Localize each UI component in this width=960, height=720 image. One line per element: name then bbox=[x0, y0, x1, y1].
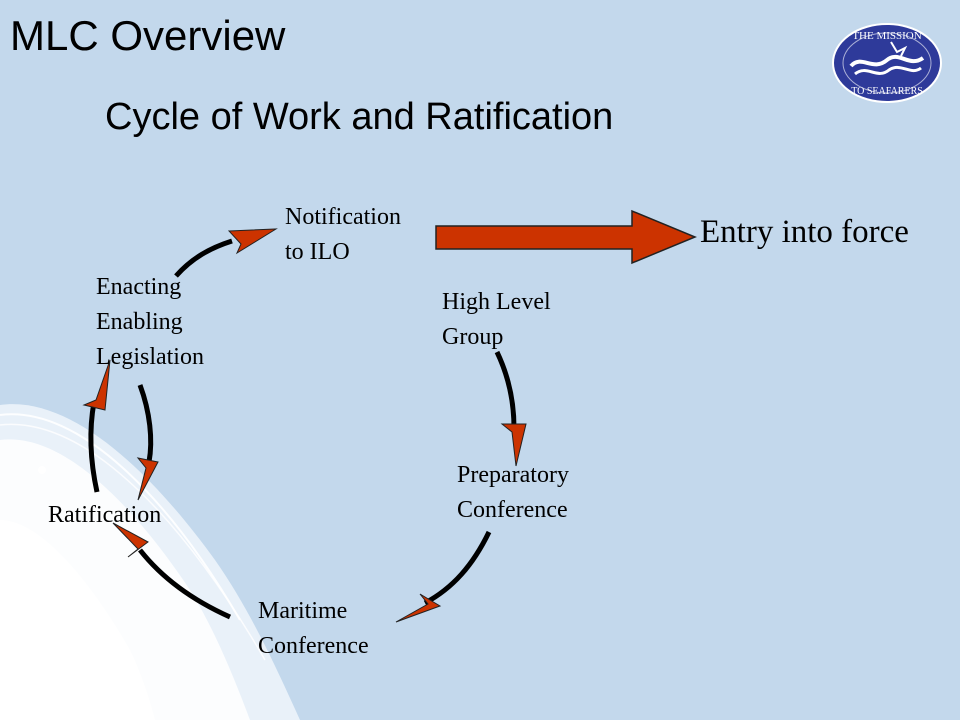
arrow-head-maritime bbox=[395, 593, 442, 623]
arrow-head-preparatory bbox=[500, 423, 527, 467]
node-maritime-conference: Maritime Conference bbox=[258, 598, 369, 659]
arrow-head-notification bbox=[227, 228, 278, 255]
arrow-ratification-to-enacting bbox=[88, 401, 100, 493]
slide-subtitle: Cycle of Work and Ratification bbox=[105, 96, 614, 138]
node-ratification: Ratification bbox=[48, 502, 162, 528]
node-preparatory-conference: Preparatory Conference bbox=[457, 462, 569, 523]
svg-text:TO SEAFARERS: TO SEAFARERS bbox=[851, 86, 923, 97]
entry-into-force-arrow bbox=[435, 209, 697, 265]
arrow-maritime-to-ratification bbox=[138, 548, 232, 620]
slide-title: MLC Overview bbox=[10, 12, 286, 59]
node-notification-to-ilo: Notification to ILO bbox=[285, 204, 401, 265]
arrow-preparatory-to-maritime bbox=[423, 530, 492, 606]
entry-into-force-label: Entry into force bbox=[700, 214, 909, 250]
arrow-enacting-to-ratification bbox=[137, 384, 154, 463]
mission-to-seafarers-logo: THE MISSION TO SEAFARERS bbox=[832, 23, 942, 103]
node-high-level-group: High Level Group bbox=[442, 289, 551, 350]
arrow-head-enacting-up bbox=[82, 359, 111, 411]
node-enacting-enabling-legislation: Enacting Enabling Legislation bbox=[96, 274, 204, 370]
arrow-high-level-to-preparatory bbox=[494, 350, 517, 429]
arrow-enacting-to-notification bbox=[174, 238, 233, 278]
arrow-head-ratification bbox=[112, 522, 149, 558]
svg-text:THE MISSION: THE MISSION bbox=[852, 30, 921, 42]
arrow-head-ratification-down bbox=[136, 457, 159, 501]
